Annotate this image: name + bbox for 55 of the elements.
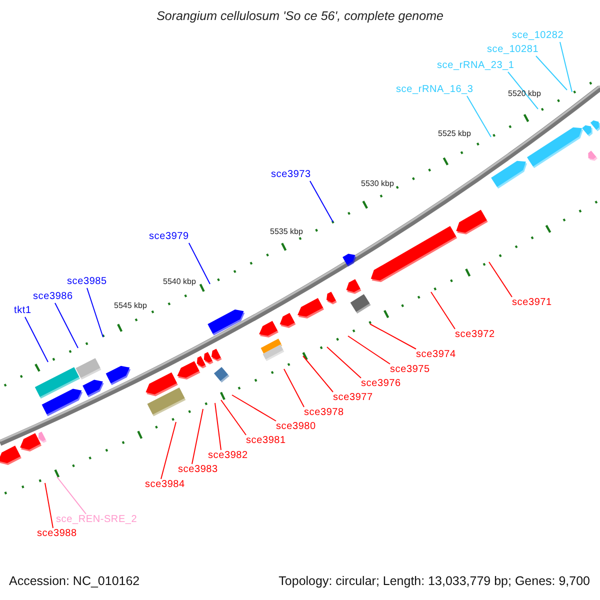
gene-label: sce3982 [208, 450, 248, 462]
gene-label: sce3980 [276, 421, 316, 433]
gene-label: sce_10282 [512, 30, 564, 42]
leader-line [326, 346, 362, 378]
gene-label: sce3975 [390, 364, 430, 376]
leader-line [192, 408, 204, 464]
gene-label: sce3973 [271, 169, 311, 181]
gene-label: sce_rRNA_16_3 [396, 84, 474, 96]
leader-line [220, 400, 246, 436]
leader-line [310, 180, 334, 222]
gene-label: sce_rRNA_23_1 [437, 60, 514, 72]
position-label: 5530 kbp [361, 178, 394, 190]
leader-line [348, 336, 390, 364]
leader-line [44, 482, 54, 528]
footer-text: Topology: circular; Length: 13,033,779 bp; Genes: 9,700 [278, 575, 590, 587]
gene-label: sce3979 [149, 231, 189, 243]
leader-line [214, 402, 222, 450]
leader-line [508, 72, 538, 110]
leader-line [560, 42, 572, 92]
gene-label: sce3978 [304, 407, 344, 419]
leader-line [430, 292, 456, 330]
leader-line [488, 262, 512, 298]
gene-label: sce_REN-SRE_2 [56, 514, 138, 526]
gene-label: sce3976 [361, 378, 401, 390]
leader-line [370, 324, 416, 350]
leader-line [160, 422, 176, 480]
position-label: 5520 kbp [508, 88, 541, 100]
position-label: 5540 kbp [163, 276, 196, 288]
leader-line [232, 394, 276, 422]
gene-label: sce3988 [37, 528, 77, 540]
gene-label: sce3972 [455, 329, 495, 341]
leader-line [24, 316, 48, 362]
gene-label: sce3974 [416, 349, 456, 361]
gene-label: sce3981 [246, 435, 286, 447]
leader-line [466, 96, 492, 138]
leader-line [188, 242, 210, 284]
position-label: 5525 kbp [438, 128, 471, 140]
gene-label: sce3984 [145, 479, 185, 491]
diagram-title: Sorangium cellulosum 'So ce 56', complete genome [156, 10, 444, 22]
leader-line [56, 476, 86, 514]
leader-line [54, 302, 78, 348]
leader-line [302, 356, 334, 392]
gene-label: sce3983 [178, 464, 218, 476]
leader-line [284, 368, 304, 408]
leader-line [86, 288, 104, 338]
gene-label: tkt1 [14, 305, 32, 317]
gene-label: sce3977 [333, 392, 373, 404]
position-label: 5545 kbp [114, 300, 147, 312]
gene-label: sce_10281 [487, 44, 539, 56]
gene-label: sce3985 [67, 276, 107, 288]
gene-label: sce3971 [512, 297, 552, 309]
position-label: 5535 kbp [270, 226, 303, 238]
footer-text: Accession: NC_010162 [9, 575, 140, 587]
leader-line [536, 56, 568, 90]
gene-label: sce3986 [33, 291, 73, 303]
